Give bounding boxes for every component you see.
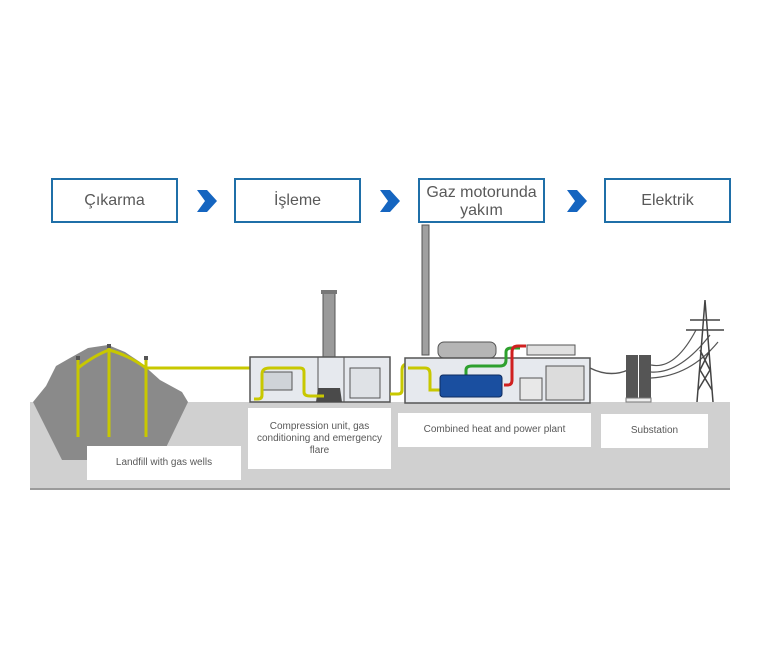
step-combustion: Gaz motorunda yakım: [418, 178, 545, 223]
step-label: Elektrik: [641, 191, 694, 209]
heat-pipe-red: [504, 344, 526, 387]
substation-label: Substation: [601, 414, 708, 448]
step-extraction: Çıkarma: [51, 178, 178, 223]
flare-stack: [322, 291, 336, 363]
step-label: Çıkarma: [84, 191, 145, 209]
chevron-right-icon: [380, 190, 400, 212]
chevron-right-icon: [197, 190, 217, 212]
transmission-tower: [686, 299, 724, 403]
silencer: [437, 341, 497, 359]
compressor: [261, 371, 293, 391]
exhaust-stack: [421, 224, 430, 356]
control-cabinet: [349, 367, 381, 399]
switchgear: [545, 365, 585, 401]
cooler: [526, 344, 576, 356]
chp-label: Combined heat and power plant: [398, 413, 591, 447]
step-label: Gaz motorunda yakım: [426, 184, 537, 219]
chevron-right-icon: [567, 190, 587, 212]
landfill-label: Landfill with gas wells: [87, 446, 241, 480]
step-label: İşleme: [273, 191, 322, 209]
heat-pipe-green: [464, 346, 520, 378]
transformer: [626, 355, 638, 400]
compression-label: Compression unit, gas conditioning and e…: [248, 408, 391, 469]
well-caps: [76, 344, 148, 360]
gas-engine: [439, 374, 503, 398]
step-electricity: Elektrik: [604, 178, 731, 223]
step-processing: İşleme: [234, 178, 361, 223]
